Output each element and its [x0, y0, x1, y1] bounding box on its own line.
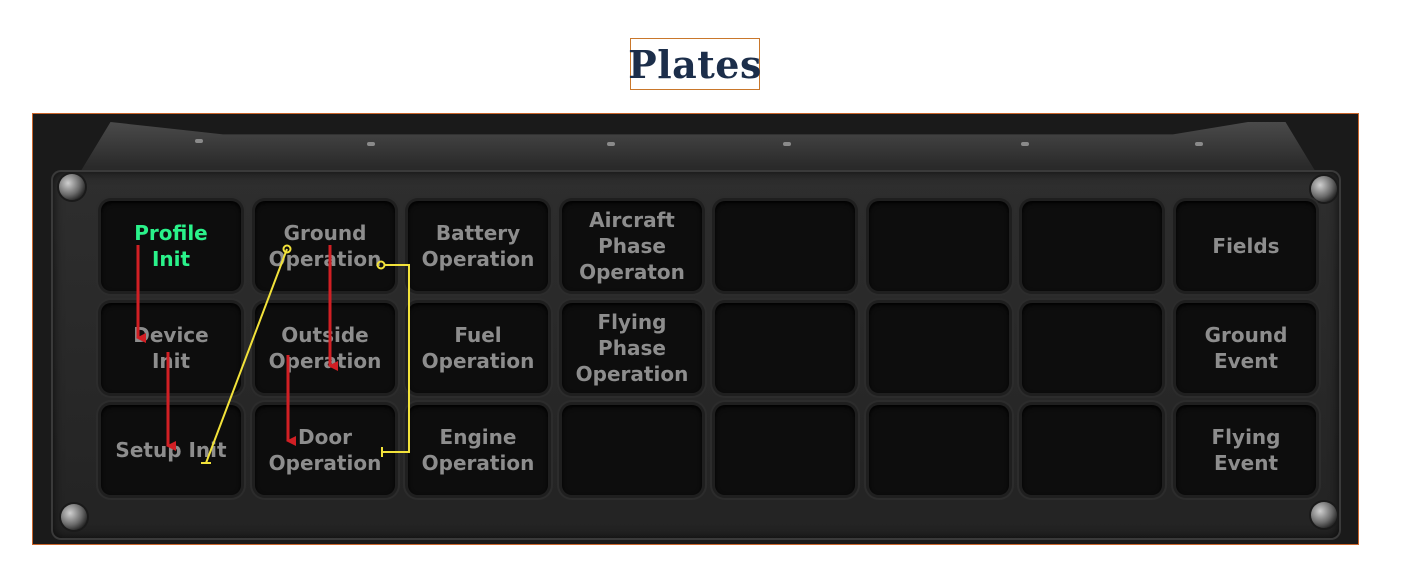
plate-key-label: Setup Init: [115, 438, 227, 462]
plate-key-setup-init[interactable]: Setup Init: [101, 405, 241, 495]
plate-key-flying-event[interactable]: Flying Event: [1176, 405, 1316, 495]
plate-key-label: Ground Event: [1204, 323, 1288, 373]
plate-key-blank[interactable]: [1022, 405, 1162, 495]
plate-key-engine-operation[interactable]: Engine Operation: [408, 405, 548, 495]
plate-key-label: Profile Init: [134, 221, 208, 271]
plate-key-flying-phase-operation[interactable]: Flying Phase Operation: [562, 303, 702, 393]
plate-key-door-operation[interactable]: Door Operation: [255, 405, 395, 495]
plate-key-blank[interactable]: [562, 405, 702, 495]
plate-key-ground-operation[interactable]: Ground Operation: [255, 201, 395, 291]
plate-key-device-init[interactable]: Device Init: [101, 303, 241, 393]
page-title: Plates: [628, 41, 762, 87]
key-grid: Profile Init Ground Operation Battery Oper…: [101, 201, 1316, 499]
rivet-icon: [607, 142, 615, 146]
plate-key-label: Ground Operation: [268, 221, 382, 271]
rivet-icon: [195, 139, 203, 143]
title-box: Plates: [628, 38, 762, 90]
plate-key-ground-event[interactable]: Ground Event: [1176, 303, 1316, 393]
plate-key-label: Aircraft Phase Operaton: [579, 208, 685, 284]
screw-icon: [59, 174, 85, 200]
plate-key-blank[interactable]: [1022, 303, 1162, 393]
plate-key-blank[interactable]: [715, 405, 855, 495]
rivet-icon: [1195, 142, 1203, 146]
plate-key-blank[interactable]: [869, 201, 1009, 291]
plate-key-label: Engine Operation: [421, 425, 535, 475]
plate-key-fuel-operation[interactable]: Fuel Operation: [408, 303, 548, 393]
rivet-icon: [367, 142, 375, 146]
rivet-icon: [1021, 142, 1029, 146]
plate-key-blank[interactable]: [715, 201, 855, 291]
plate-key-label: Device Init: [133, 323, 209, 373]
plates-panel: Profile Init Ground Operation Battery Oper…: [32, 113, 1359, 545]
plate-key-label: Door Operation: [268, 425, 382, 475]
plate-key-label: Fuel Operation: [421, 323, 535, 373]
plate-key-outside-operation[interactable]: Outside Operation: [255, 303, 395, 393]
plate-key-aircraft-phase-operaton[interactable]: Aircraft Phase Operaton: [562, 201, 702, 291]
plate-key-label: Flying Event: [1211, 425, 1281, 475]
screw-icon: [1311, 176, 1337, 202]
rivet-icon: [783, 142, 791, 146]
plate-key-blank[interactable]: [715, 303, 855, 393]
plate-key-profile-init[interactable]: Profile Init: [101, 201, 241, 291]
plate-key-battery-operation[interactable]: Battery Operation: [408, 201, 548, 291]
plate-key-blank[interactable]: [1022, 201, 1162, 291]
plate-key-blank[interactable]: [869, 303, 1009, 393]
plate-key-label: Fields: [1212, 234, 1280, 258]
plate-key-blank[interactable]: [869, 405, 1009, 495]
plate-key-label: Flying Phase Operation: [575, 310, 689, 386]
plate-key-label: Outside Operation: [268, 323, 382, 373]
plate-key-label: Battery Operation: [421, 221, 535, 271]
screw-icon: [1311, 502, 1337, 528]
screw-icon: [61, 504, 87, 530]
plate-key-fields[interactable]: Fields: [1176, 201, 1316, 291]
